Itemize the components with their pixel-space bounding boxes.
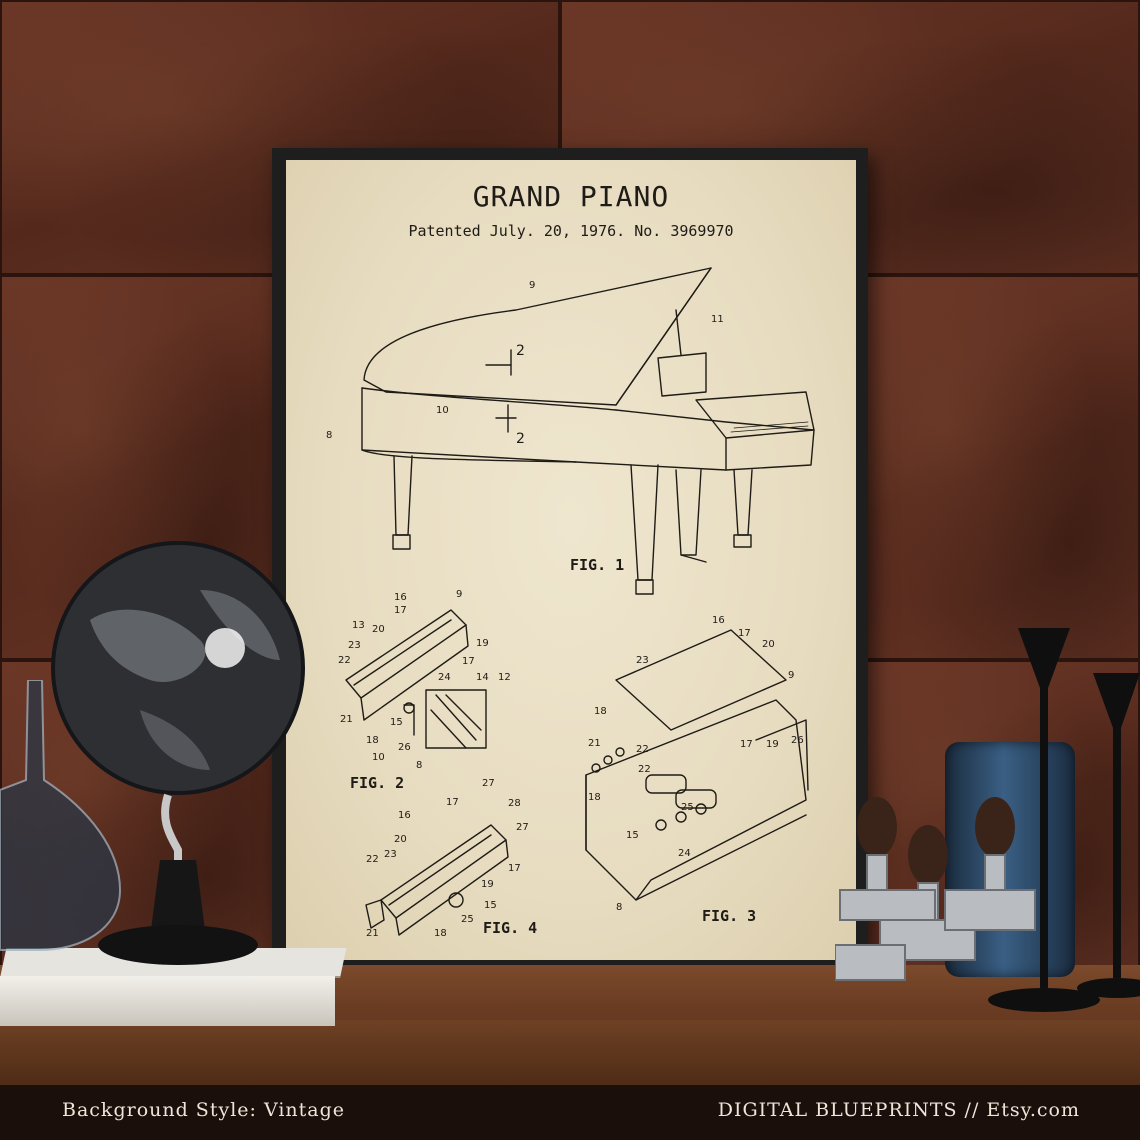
svg-text:10: 10 — [436, 405, 449, 416]
fig1-text: FIG. 1 — [570, 556, 624, 574]
svg-text:22: 22 — [636, 744, 649, 755]
book-stack — [0, 976, 335, 1026]
svg-text:21: 21 — [340, 714, 353, 725]
svg-text:20: 20 — [394, 834, 407, 845]
globe-icon — [51, 541, 305, 965]
svg-text:2: 2 — [516, 431, 525, 447]
svg-text:13: 13 — [352, 620, 365, 631]
background-style-caption: Background Style: Vintage — [62, 1099, 346, 1121]
fig3-label: FIG. 3 — [702, 906, 772, 930]
svg-text:18: 18 — [594, 706, 607, 717]
poster-subtitle: Patented July. 20, 1976. No. 3969970 — [408, 222, 734, 240]
svg-text:19: 19 — [476, 638, 489, 649]
shelf-edge — [0, 1020, 1140, 1085]
svg-text:27: 27 — [482, 778, 495, 789]
svg-text:17: 17 — [394, 605, 407, 616]
svg-text:17: 17 — [508, 863, 521, 874]
svg-text:24: 24 — [438, 672, 451, 683]
glass-flask-icon — [0, 680, 122, 951]
svg-text:9: 9 — [456, 589, 462, 600]
fig2-text: FIG. 2 — [350, 774, 404, 792]
svg-text:19: 19 — [766, 739, 779, 750]
piano-illustration — [361, 267, 815, 595]
wall-panel — [865, 275, 1140, 660]
fig4-label: FIG. 4 — [483, 918, 553, 942]
svg-text:25: 25 — [461, 914, 474, 925]
svg-text:28: 28 — [508, 798, 521, 809]
svg-text:22: 22 — [338, 655, 351, 666]
svg-text:16: 16 — [712, 615, 725, 626]
fig2-illustration — [345, 609, 487, 749]
svg-text:19: 19 — [481, 879, 494, 890]
svg-text:17: 17 — [446, 797, 459, 808]
fig4-text: FIG. 4 — [483, 919, 537, 937]
svg-text:14: 14 — [476, 672, 489, 683]
fig3-illustration — [585, 629, 809, 901]
fig4-illustration — [365, 824, 509, 936]
svg-text:27: 27 — [516, 822, 529, 833]
rubber-stamps-icon — [835, 797, 1036, 981]
svg-text:18: 18 — [366, 735, 379, 746]
svg-text:17: 17 — [740, 739, 753, 750]
svg-text:23: 23 — [384, 849, 397, 860]
svg-text:23: 23 — [636, 655, 649, 666]
svg-text:16: 16 — [394, 592, 407, 603]
shop-caption: DIGITAL BLUEPRINTS // Etsy.com — [717, 1099, 1080, 1121]
candle-holders-icon — [988, 628, 1140, 1012]
svg-text:25: 25 — [681, 802, 694, 813]
svg-text:16: 16 — [398, 810, 411, 821]
svg-text:8: 8 — [616, 902, 622, 913]
svg-text:22: 22 — [366, 854, 379, 865]
poster-title: GRAND PIANO — [472, 180, 670, 213]
svg-text:24: 24 — [678, 848, 691, 859]
fig1-label: FIG. 1 — [570, 555, 640, 579]
svg-text:15: 15 — [484, 900, 497, 911]
svg-text:18: 18 — [588, 792, 601, 803]
svg-text:8: 8 — [326, 430, 332, 441]
svg-text:9: 9 — [788, 670, 794, 681]
svg-text:21: 21 — [588, 738, 601, 749]
svg-text:10: 10 — [372, 752, 385, 763]
svg-text:12: 12 — [498, 672, 511, 683]
svg-text:20: 20 — [372, 624, 385, 635]
svg-text:22: 22 — [638, 764, 651, 775]
svg-text:17: 17 — [738, 628, 751, 639]
svg-text:15: 15 — [626, 830, 639, 841]
svg-text:26: 26 — [791, 735, 804, 746]
svg-text:9: 9 — [529, 280, 535, 291]
svg-text:11: 11 — [711, 314, 724, 325]
svg-text:21: 21 — [366, 928, 379, 939]
caption-bar — [0, 1085, 1140, 1140]
svg-text:17: 17 — [462, 656, 475, 667]
svg-text:23: 23 — [348, 640, 361, 651]
fig3-text: FIG. 3 — [702, 907, 756, 925]
svg-text:8: 8 — [416, 760, 422, 771]
svg-text:18: 18 — [434, 928, 447, 939]
svg-text:2: 2 — [516, 343, 525, 359]
svg-text:26: 26 — [398, 742, 411, 753]
poster-paper — [286, 160, 856, 960]
svg-text:15: 15 — [390, 717, 403, 728]
fig2-label: FIG. 2 — [350, 773, 420, 797]
svg-text:20: 20 — [762, 639, 775, 650]
